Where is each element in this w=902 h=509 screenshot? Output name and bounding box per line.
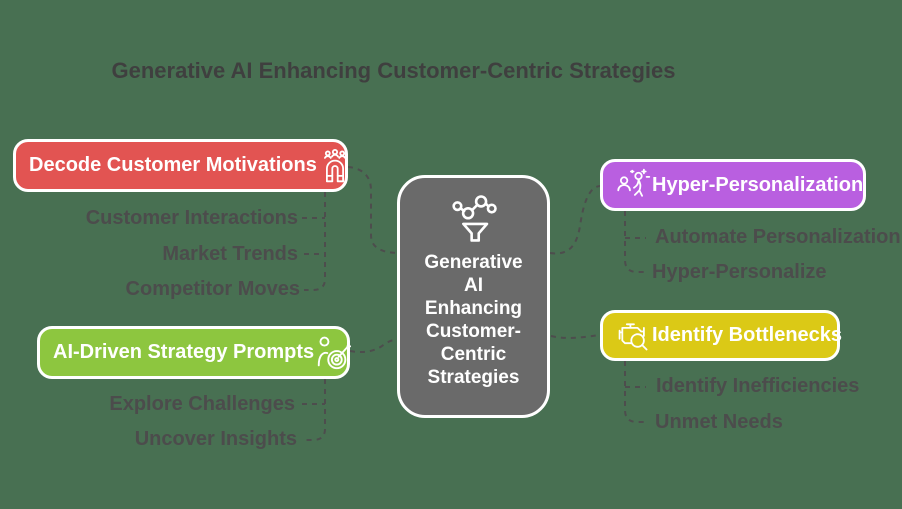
connector-center-bottlenecks	[550, 334, 601, 339]
branch-bottlenecks-label: Identify Bottlenecks	[652, 324, 843, 346]
branch-identify-bottlenecks: Identify Bottlenecks	[600, 310, 843, 361]
center-node: Generative AI Enhancing Customer- Centri…	[397, 175, 550, 418]
connector-bottlenecks-items	[624, 361, 648, 423]
leaf-customer-interactions: Customer Interactions	[85, 207, 298, 229]
people-sparkle-icon	[617, 168, 651, 197]
branch-strategy-label: AI-Driven Strategy Prompts	[53, 341, 315, 363]
leaf-market-trends: Market Trends	[162, 243, 298, 265]
leaf-unmet-needs: Unmet Needs	[655, 411, 783, 433]
branch-decode-customer-motivations: Decode Customer Motivations	[13, 139, 348, 192]
branch-ai-driven-strategy-prompts: AI-Driven Strategy Prompts	[37, 326, 352, 379]
connector-strategy-center	[349, 339, 398, 354]
branch-personalization-label: Hyper-Personalization	[652, 173, 864, 196]
connector-decode-items	[302, 192, 326, 291]
leaf-hyper-personalize: Hyper-Personalize	[652, 261, 827, 283]
leaf-uncover-insights: Uncover Insights	[134, 428, 297, 450]
engine-magnifier-icon	[618, 322, 648, 350]
branch-hyper-personalization: Hyper-Personalization	[600, 159, 866, 211]
diagram-title: Generative AI Enhancing Customer-Centric…	[111, 58, 676, 83]
person-target-icon	[317, 336, 352, 369]
network-funnel-icon	[451, 195, 497, 242]
connector-decode-center	[347, 166, 397, 254]
leaf-competitor-moves: Competitor Moves	[125, 278, 300, 300]
center-node-label: Generative AI Enhancing Customer- Centri…	[424, 252, 523, 388]
leaf-automate-personalization: Automate Personalization	[655, 226, 901, 248]
branch-decode-label: Decode Customer Motivations	[29, 154, 317, 176]
connector-strategy-items	[302, 379, 326, 441]
magnet-attract-icon	[323, 148, 346, 182]
connector-personalization-items	[624, 211, 648, 273]
leaf-identify-inefficiencies: Identify Inefficiencies	[656, 375, 860, 397]
connector-center-personalization	[549, 185, 601, 255]
leaf-explore-challenges: Explore Challenges	[109, 393, 295, 415]
